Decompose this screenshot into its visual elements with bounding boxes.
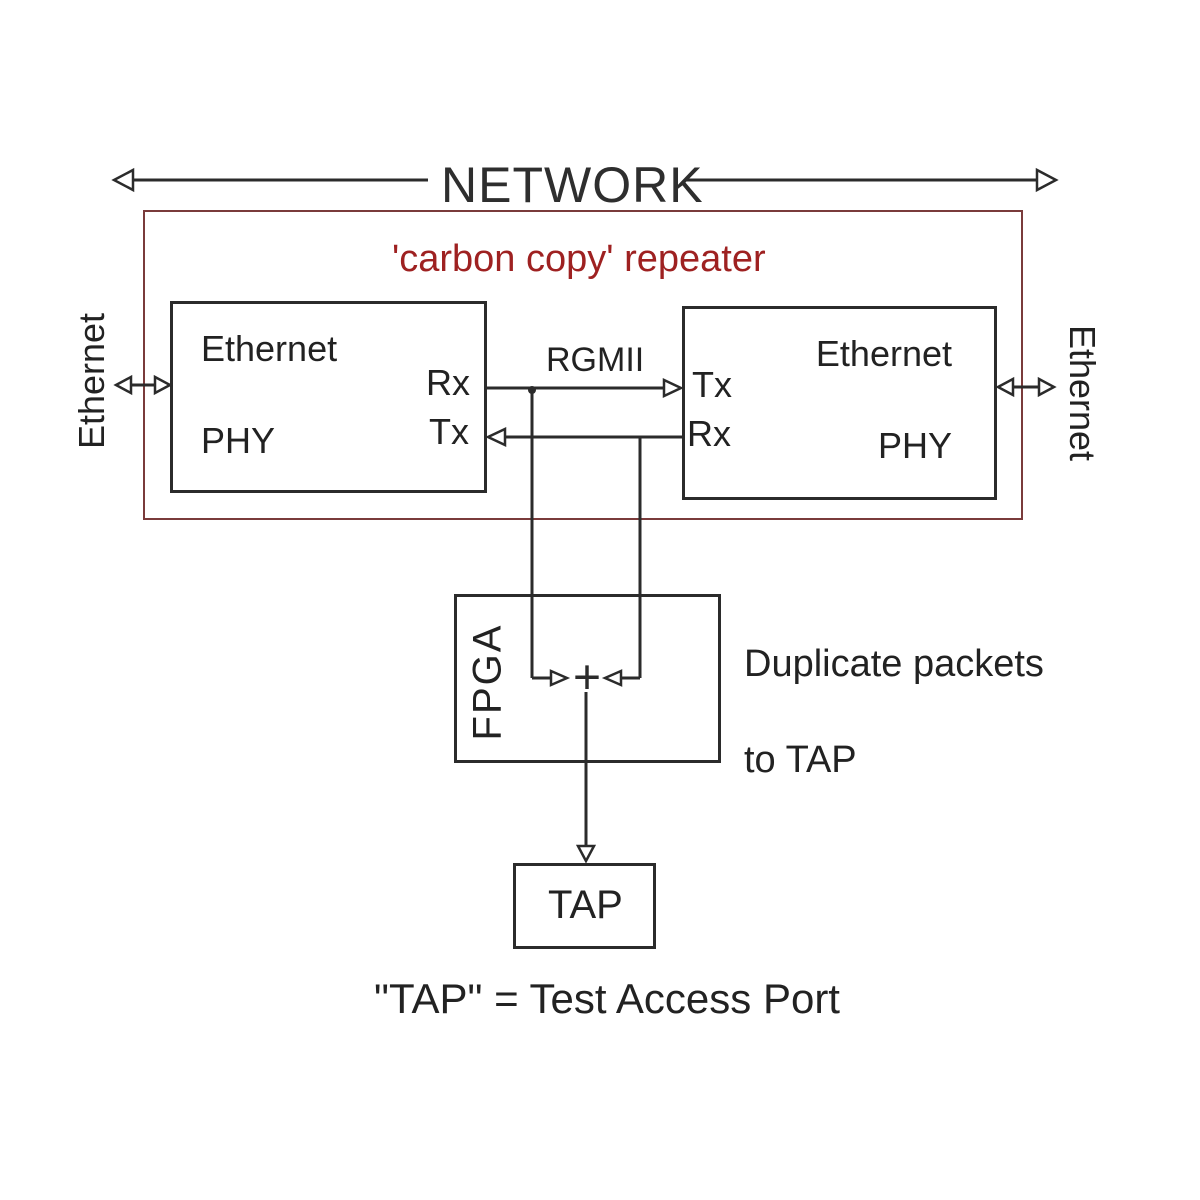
merge-plus-symbol: + bbox=[572, 651, 602, 705]
ethernet-phy-right-box bbox=[682, 306, 997, 500]
network-arrowhead-left bbox=[111, 167, 135, 193]
ethernet-right-label: Ethernet bbox=[1062, 324, 1103, 462]
phy-left-name-line2: PHY bbox=[201, 420, 276, 461]
ethernet-left-label: Ethernet bbox=[71, 312, 112, 450]
fpga-label: FPGA bbox=[465, 623, 510, 741]
annotation-line1: Duplicate packets bbox=[744, 643, 1044, 685]
duplicate-packets-annotation: Duplicate packets to TAP bbox=[744, 640, 1044, 784]
phy-left-name-line1: Ethernet bbox=[201, 328, 338, 369]
rgmii-label: RGMII bbox=[546, 341, 645, 379]
repeater-title: 'carbon copy' repeater bbox=[392, 238, 766, 280]
network-label: NETWORK bbox=[441, 157, 704, 213]
tap-label: TAP bbox=[548, 883, 623, 927]
phy-right-port-rx: Rx bbox=[687, 413, 731, 454]
phy-right-port-tx: Tx bbox=[692, 364, 732, 405]
carbon-copy-repeater-box bbox=[143, 210, 1023, 520]
phy-right-name: Ethernet PHY bbox=[702, 331, 952, 469]
tap-definition-caption: "TAP" = Test Access Port bbox=[374, 975, 840, 1022]
phy-right-name-line2: PHY bbox=[877, 425, 952, 466]
tap-box bbox=[513, 863, 656, 949]
phy-left-name: Ethernet PHY bbox=[201, 326, 337, 464]
fpga-box bbox=[454, 594, 721, 763]
annotation-line2: to TAP bbox=[744, 739, 857, 781]
ethernet-phy-left-box bbox=[170, 301, 487, 493]
phy-left-port-rx: Rx bbox=[426, 362, 470, 403]
network-arrowhead-right bbox=[1035, 167, 1059, 193]
phy-left-port-tx: Tx bbox=[429, 411, 469, 452]
phy-right-name-line1: Ethernet bbox=[815, 333, 952, 374]
